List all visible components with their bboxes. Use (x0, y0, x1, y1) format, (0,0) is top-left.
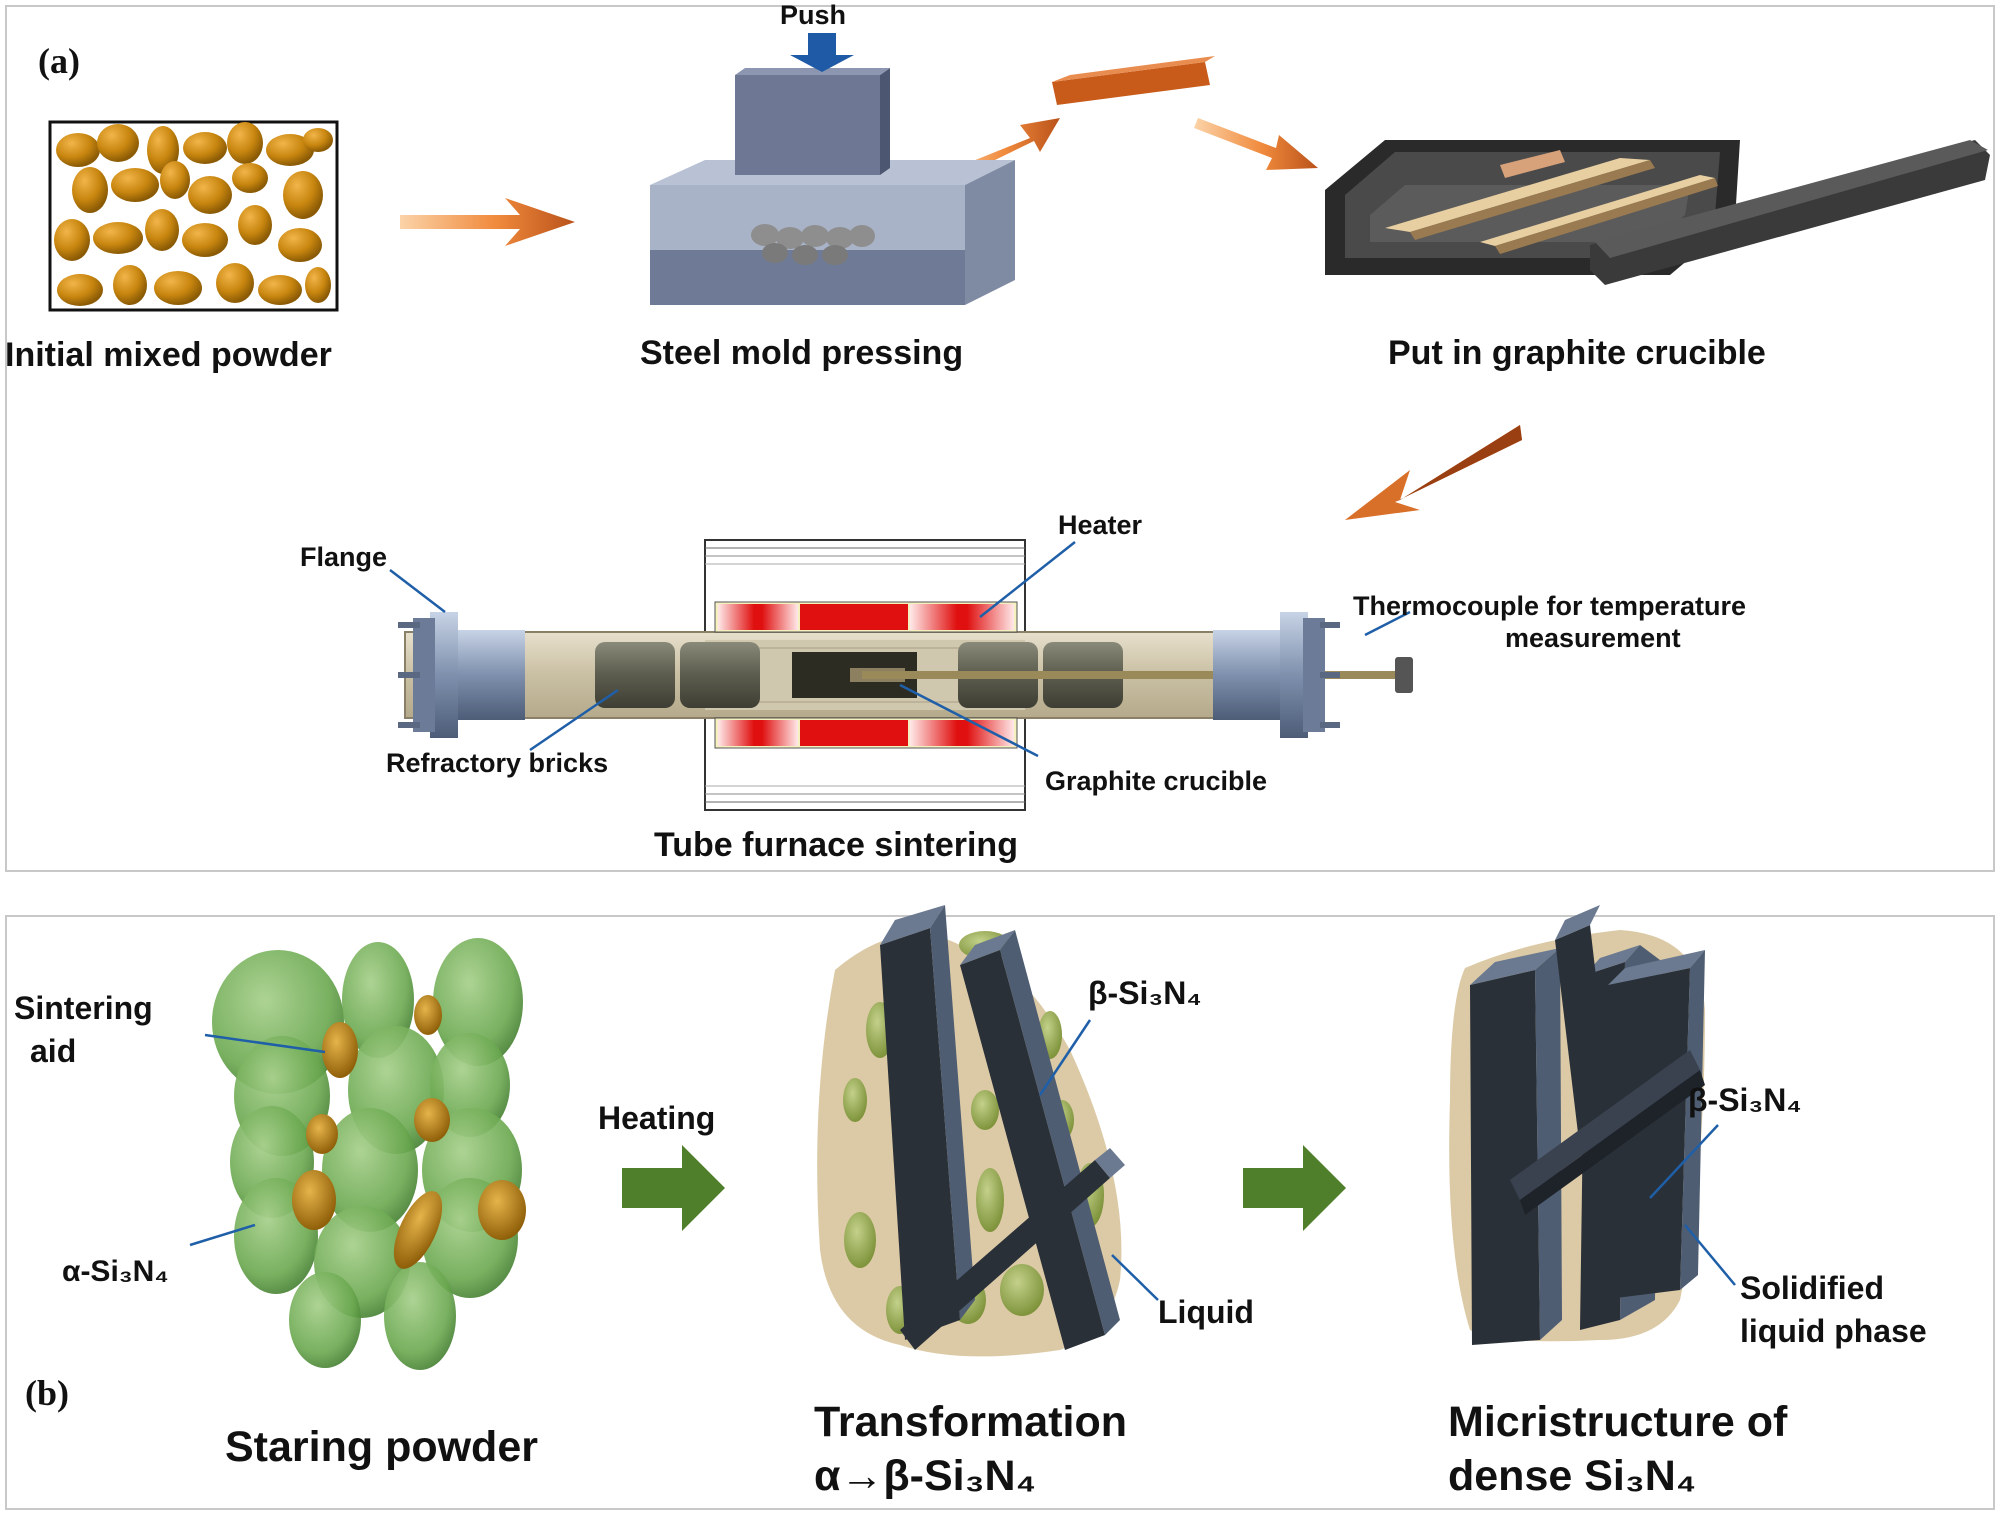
beta-label-1: β-Si₃N₄ (1088, 975, 1202, 1011)
sintering-aid-label-line1: Sintering (14, 990, 153, 1026)
flange-label: Flange (300, 542, 388, 572)
micro-caption-line2: dense Si₃N₄ (1448, 1452, 1697, 1500)
solidified-label-line2: liquid phase (1740, 1313, 1927, 1349)
furnace-caption: Tube furnace sintering (654, 826, 1018, 864)
crucible-caption: Put in graphite crucible (1388, 334, 1766, 372)
powder-caption: Initial mixed powder (5, 336, 332, 374)
beta-rods-2 (1470, 905, 1705, 1345)
push-arrow-icon (790, 33, 854, 72)
solidified-label-line1: Solidified (1740, 1270, 1884, 1306)
heating-label: Heating (598, 1100, 716, 1136)
graphite-label: Graphite crucible (1045, 766, 1268, 796)
pressed-compact (1052, 56, 1215, 105)
steel-mold (650, 68, 1015, 305)
arrow-crucible-to-furnace (1345, 425, 1522, 520)
starting-powder-graphic (212, 938, 526, 1370)
powder-box (48, 120, 339, 312)
sintering-aid-label-line2: aid (30, 1033, 77, 1069)
beta-rods-1 (880, 905, 1125, 1350)
transform-caption-line2: α→β-Si₃N₄ (814, 1452, 1037, 1500)
microstructure-graphic (1449, 905, 1705, 1345)
thermocouple-label-line2: measurement (1505, 623, 1681, 653)
graphite-crucible-box (1325, 140, 1990, 285)
alpha-label: α-Si₃N₄ (62, 1255, 169, 1288)
starting-caption: Staring powder (225, 1423, 538, 1471)
liquid-label: Liquid (1158, 1294, 1254, 1330)
leader-lines-b (189, 1019, 1736, 1301)
micro-caption-line1: Micristructure of (1448, 1398, 1788, 1446)
panel-a-tag: (a) (38, 41, 80, 81)
beta-label-2: β-Si₃N₄ (1688, 1082, 1802, 1118)
pressed-powder (751, 224, 875, 265)
pressing-caption: Steel mold pressing (640, 334, 964, 372)
heater-top (714, 601, 1018, 633)
leader-lines-furnace (389, 541, 1411, 758)
transform-caption-line1: Transformation (814, 1398, 1127, 1446)
push-label: Push (780, 0, 847, 30)
flange-left (398, 612, 525, 738)
heater-bottom (714, 717, 1018, 749)
thermocouple-label-line1: Thermocouple for temperature (1353, 591, 1747, 621)
crucible-bars (1385, 150, 1718, 254)
powder-particles (54, 122, 333, 306)
tube-furnace (389, 539, 1413, 811)
flange-right (1213, 612, 1340, 738)
arrow-powder-to-press (400, 198, 575, 246)
transformation-graphic (817, 905, 1125, 1357)
heater-label: Heater (1058, 510, 1143, 540)
panel-b-tag: (b) (25, 1373, 69, 1413)
thermocouple (862, 657, 1413, 693)
second-arrow-icon (1243, 1145, 1346, 1231)
sintering-aid-particles (292, 995, 526, 1269)
refractory-label: Refractory bricks (386, 748, 609, 778)
heating-arrow-icon (622, 1145, 725, 1231)
arrow-compact-to-crucible (1194, 118, 1318, 170)
